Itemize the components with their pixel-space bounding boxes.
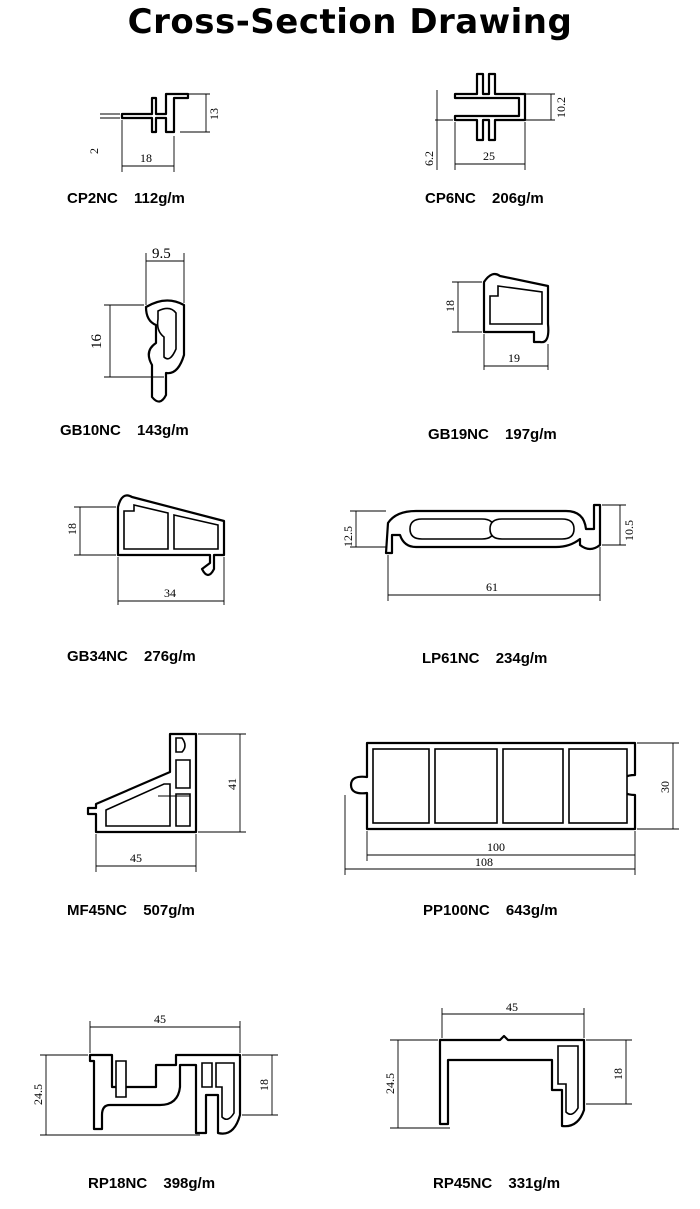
gb10nc-code: GB10NC	[60, 422, 121, 439]
gb34nc-dim-width: 34	[164, 586, 176, 600]
cp6nc-code: CP6NC	[425, 190, 476, 207]
mf45nc-dim-height: 41	[225, 778, 239, 790]
pp100nc-dim-inner: 100	[487, 840, 505, 854]
lp61nc-code: LP61NC	[422, 650, 480, 667]
cp6nc-dim-height: 10.2	[554, 97, 568, 118]
cp2nc-dim-height: 13	[207, 108, 221, 120]
rp45nc-drawing: 45 24.5 18	[383, 1000, 632, 1129]
gb10nc-weight: 143g/m	[137, 422, 189, 439]
cp2nc-label: CP2NC 112g/m	[67, 190, 185, 207]
gb19nc-dim-height: 18	[443, 300, 457, 312]
rp18nc-dim-height: 24.5	[31, 1084, 45, 1105]
lp61nc-dim-left: 12.5	[341, 526, 355, 547]
gb19nc-label: GB19NC 197g/m	[428, 426, 557, 443]
lp61nc-weight: 234g/m	[495, 650, 548, 667]
cp2nc-drawing: 18 13 2	[87, 92, 221, 172]
cp6nc-weight: 206g/m	[492, 190, 544, 207]
rp45nc-dim-height: 24.5	[383, 1073, 397, 1094]
rp18nc-dim-width: 45	[154, 1012, 166, 1026]
lp61nc-label: LP61NC 234g/m	[422, 650, 547, 667]
mf45nc-label: MF45NC 507g/m	[67, 902, 195, 919]
cp2nc-dim-width: 18	[140, 151, 152, 165]
rp45nc-weight: 331g/m	[508, 1175, 561, 1192]
pp100nc-dim-outer: 108	[475, 855, 493, 869]
gb19nc-dim-width: 19	[508, 351, 520, 365]
cp2nc-dim-thickness: 2	[87, 148, 101, 154]
pp100nc-dim-height: 30	[658, 781, 672, 793]
rp18nc-label: RP18NC 398g/m	[88, 1175, 215, 1192]
pp100nc-drawing: 100 108 30	[344, 741, 679, 875]
gb34nc-code: GB34NC	[67, 648, 128, 665]
rp45nc-code: RP45NC	[433, 1175, 493, 1192]
lp61nc-dim-width: 61	[486, 580, 498, 594]
lp61nc-drawing: 61 12.5 10.5	[341, 503, 636, 601]
mf45nc-dim-width: 45	[130, 851, 142, 865]
pp100nc-code: PP100NC	[423, 902, 490, 919]
gb10nc-label: GB10NC 143g/m	[60, 422, 189, 439]
cp2nc-code: CP2NC	[67, 190, 118, 207]
rp45nc-dim-width: 45	[506, 1000, 518, 1014]
gb19nc-weight: 197g/m	[505, 426, 557, 443]
lp61nc-dim-right: 10.5	[622, 520, 636, 541]
rp45nc-label: RP45NC 331g/m	[433, 1175, 560, 1192]
cp6nc-drawing: 25 10.2 6.2	[422, 72, 568, 170]
rp18nc-code: RP18NC	[88, 1175, 148, 1192]
pp100nc-weight: 643g/m	[505, 902, 558, 919]
gb34nc-weight: 276g/m	[144, 648, 196, 665]
cp6nc-dim-side: 6.2	[422, 151, 436, 166]
rp18nc-drawing: 45 24.5 18	[31, 1012, 278, 1136]
gb34nc-dim-height: 18	[65, 523, 79, 535]
mf45nc-weight: 507g/m	[143, 902, 195, 919]
gb34nc-drawing: 34 18	[65, 494, 226, 605]
pp100nc-label: PP100NC 643g/m	[423, 902, 558, 919]
mf45nc-code: MF45NC	[67, 902, 128, 919]
mf45nc-drawing: 45 41	[86, 732, 246, 872]
gb10nc-dim-width: 9.5	[152, 246, 171, 262]
rp45nc-dim-inner: 18	[611, 1068, 625, 1080]
cp6nc-label: CP6NC 206g/m	[425, 190, 544, 207]
gb19nc-code: GB19NC	[428, 426, 489, 443]
gb19nc-drawing: 19 18	[443, 272, 550, 370]
gb10nc-drawing: 9.5 16	[89, 246, 186, 403]
page-title: Cross-Section Drawing	[127, 2, 573, 42]
cp6nc-dim-width: 25	[483, 149, 495, 163]
rp18nc-weight: 398g/m	[163, 1175, 216, 1192]
gb10nc-dim-height: 16	[89, 334, 105, 350]
gb34nc-label: GB34NC 276g/m	[67, 648, 196, 665]
rp18nc-dim-inner: 18	[257, 1079, 271, 1091]
cp2nc-weight: 112g/m	[134, 190, 185, 207]
